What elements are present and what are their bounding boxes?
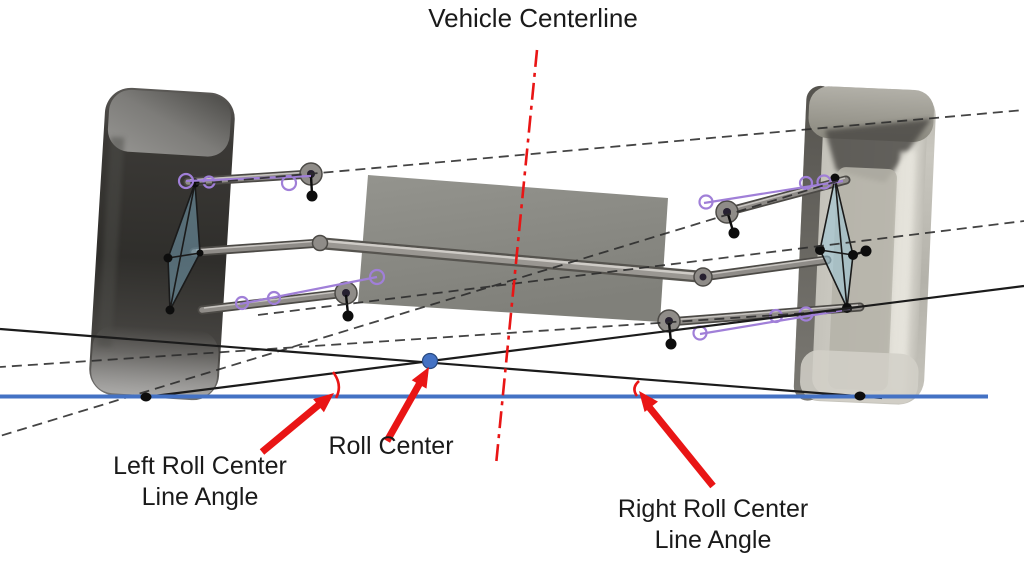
right-tire-contact-patch-dot bbox=[854, 391, 866, 401]
left-tire-top-face bbox=[107, 89, 231, 157]
left-kingpin-diamond bbox=[163, 178, 204, 315]
right-tire-bottom-sheen bbox=[800, 350, 919, 404]
right-wheel-highlight-band bbox=[889, 151, 916, 390]
right-tie-rod bbox=[697, 255, 832, 282]
left-angle-label-line1: Left Roll Center bbox=[113, 452, 287, 480]
right-angle-label-line2: Line Angle bbox=[654, 526, 772, 554]
roll-center-arrow bbox=[383, 367, 429, 443]
left-angle-label-line2: Line Angle bbox=[141, 483, 259, 511]
right-wheel bbox=[793, 85, 936, 405]
left-tire-body bbox=[89, 87, 235, 401]
right-kingpin-diamond bbox=[815, 173, 872, 313]
roll-center-label: Roll Center bbox=[328, 432, 454, 460]
left-angle-arc bbox=[331, 371, 341, 399]
left-lower-arm bbox=[197, 288, 351, 315]
left-angle-arrow bbox=[259, 393, 334, 455]
left-roll-center-angle-label: Left Roll Center Line Angle bbox=[95, 451, 305, 513]
right-roll-center-line bbox=[0, 327, 883, 400]
joint-pendulum-markers bbox=[306, 175, 740, 350]
left-tie-rod bbox=[189, 238, 326, 257]
roll-center-arrowhead bbox=[411, 367, 429, 389]
left-tire-sidewall-shade bbox=[97, 136, 125, 348]
right-angle-arrowhead bbox=[639, 391, 658, 412]
vehicle-centerline-line bbox=[494, 49, 539, 466]
left-upper-arm-projection-line bbox=[195, 109, 1024, 185]
roll-center-dot bbox=[421, 352, 439, 370]
left-roll-center-line bbox=[145, 284, 1024, 399]
chassis-plate bbox=[358, 175, 668, 322]
vehicle-centerline-label: Vehicle Centerline bbox=[428, 3, 638, 33]
right-upper-arm-projection-line bbox=[0, 180, 839, 437]
left-tire-contact-patch-dot bbox=[140, 392, 152, 402]
right-angle-arc bbox=[633, 380, 640, 397]
left-wheel bbox=[89, 87, 235, 401]
left-lower-arm-projection-line bbox=[257, 220, 1024, 316]
steering-rack bbox=[312, 237, 710, 283]
right-angle-arrow bbox=[639, 391, 716, 489]
right-roll-center-angle-label: Right Roll Center Line Angle bbox=[605, 494, 821, 556]
instant-center-lines bbox=[0, 109, 1024, 437]
right-wheel-barrel-shadow bbox=[825, 118, 932, 183]
left-angle-arrowhead bbox=[313, 393, 334, 413]
right-angle-label-line1: Right Roll Center bbox=[617, 495, 809, 523]
right-lower-arm-projection-line bbox=[0, 309, 853, 368]
